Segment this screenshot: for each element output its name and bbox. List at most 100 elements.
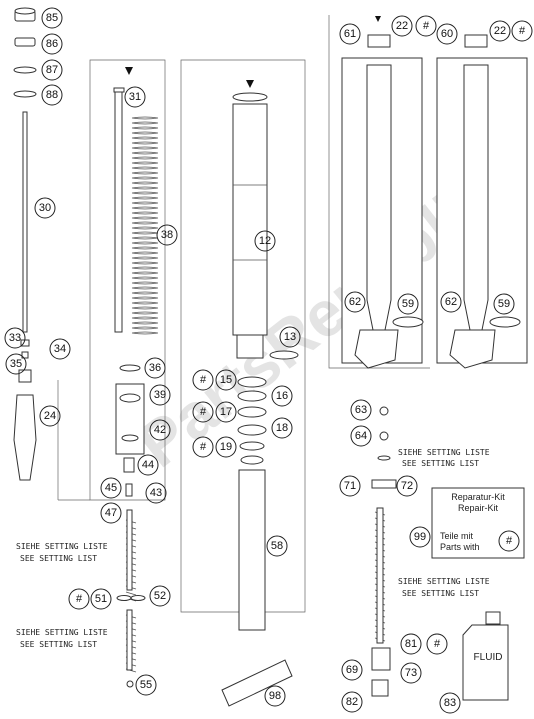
callout-circle [397,293,419,315]
spring-coil [131,266,159,270]
spring-coil [131,126,159,130]
callout-circle [493,293,515,315]
callout-circle [149,419,171,441]
callout-label: 38 [161,229,173,241]
hash-label: # [434,638,441,650]
callout-35: 35 [5,353,27,375]
callout-circle [339,475,361,497]
hash-callout: # [192,436,214,458]
washer-part [13,66,37,74]
kit-parts-de: Teile mit [440,531,474,541]
note-setting-en: SEE SETTING LIST [20,554,97,563]
callout-circle [400,633,422,655]
callout-label: 58 [271,540,283,552]
seal-part [237,406,267,418]
callout-34: 34 [49,338,71,360]
callout-label: 59 [498,298,510,310]
spring-coil [131,161,159,165]
washer-part [13,90,37,98]
callout-circle [149,585,171,607]
spring-coil [131,171,159,175]
callout-38: 38 [156,224,178,246]
callout-circle [266,535,288,557]
callout-39: 39 [149,384,171,406]
seal-part [392,316,424,328]
cap-part [14,7,36,15]
hash-callout: # [426,633,448,655]
callout-51: 51 [90,588,112,610]
callout-52: 52 [149,585,171,607]
spring-coil [131,291,159,295]
callout-label: 43 [150,487,162,499]
callout-label: 12 [259,235,271,247]
spring-coil [131,256,159,260]
callout-circle [409,526,431,548]
spring-coil [131,176,159,180]
spring-coil [131,246,159,250]
washer-part [116,595,132,601]
spring-coil [131,326,159,330]
hash-circle [192,369,214,391]
callout-59: 59 [493,293,515,315]
callout-label: 69 [346,664,358,676]
callout-label: 36 [149,362,161,374]
grease-tube-part [221,659,293,707]
spring-coil [131,281,159,285]
callout-label: 33 [9,332,21,344]
top-cap-parts [13,7,37,481]
callout-18: 18 [271,417,293,439]
callout-circle [279,326,301,348]
hash-label: # [506,535,513,547]
outer-tube-part [232,103,268,336]
small-part [379,431,389,441]
nut-part [371,479,397,489]
callout-label: 47 [105,507,117,519]
axle-clamp-part [354,329,399,369]
callout-62: 62 [344,291,366,313]
callout-circle [41,59,63,81]
hash-label: # [423,20,430,32]
spring-coil [131,131,159,135]
small-part [18,369,32,383]
spring-coil [131,211,159,215]
callout-circle [215,436,237,458]
piston-rod-part [22,111,28,333]
callout-58: 58 [266,535,288,557]
spring-coil [131,241,159,245]
hash-group: ######## [68,15,533,655]
callout-19: 19 [215,436,237,458]
spring-coil [131,321,159,325]
axle-clamp-part [449,329,496,369]
callout-55: 55 [135,674,157,696]
damper-cartridge-part [13,394,37,481]
inner-tube-part [238,469,266,631]
note-setting-en: SEE SETTING LIST [20,640,97,649]
callout-label: 24 [44,410,56,422]
callout-22: 22 [489,20,511,42]
callout-13: 13 [279,326,301,348]
callout-circle [341,659,363,681]
callout-label: 17 [220,406,232,418]
seal-part [232,92,268,102]
callout-circle [145,482,167,504]
callout-72: 72 [396,475,418,497]
callout-circle [34,197,56,219]
callout-42: 42 [149,419,171,441]
spring-coil [131,141,159,145]
callout-circle [144,357,166,379]
spring-coil [131,306,159,310]
washer-part [377,455,391,461]
callout-label: 19 [220,441,232,453]
callout-circle [439,692,461,714]
direction-arrows [125,16,381,88]
callout-circle [215,369,237,391]
callout-43: 43 [145,482,167,504]
arrow-down-icon [375,16,381,22]
arrow-down-icon [125,67,133,75]
spring-coil [131,151,159,155]
callout-label: 52 [154,590,166,602]
callout-15: 15 [215,369,237,391]
note-setting-de: SIEHE SETTING LISTE [16,542,108,551]
